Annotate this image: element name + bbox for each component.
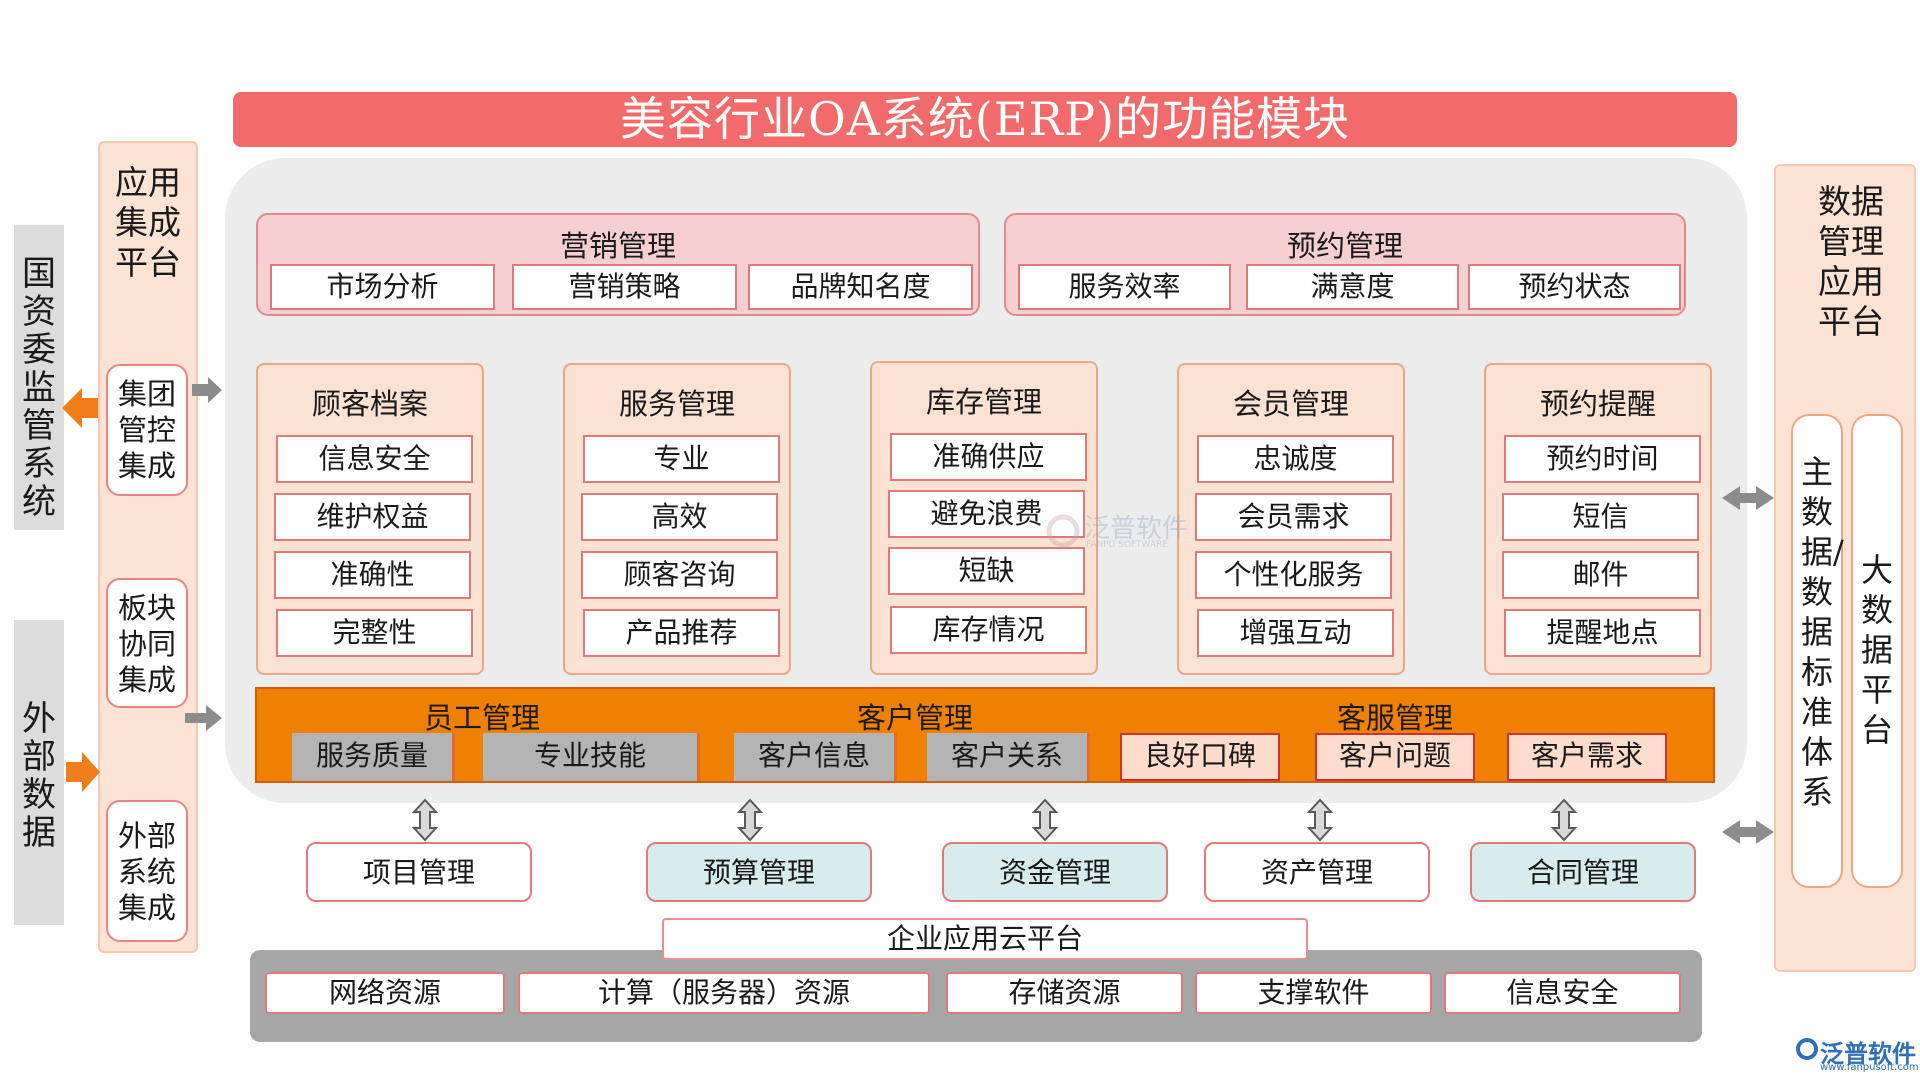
column-item: 专业 xyxy=(583,435,780,483)
marketing-item: 营销策略 xyxy=(512,264,737,310)
column-item: 短信 xyxy=(1502,493,1699,541)
cloud-platform-label: 企业应用云平台 xyxy=(662,918,1308,960)
column-item: 个性化服务 xyxy=(1195,551,1392,599)
column-item: 完整性 xyxy=(276,609,473,657)
contract-management-module: 合同管理 xyxy=(1470,842,1696,902)
booking-item: 满意度 xyxy=(1246,264,1459,310)
budget-management-module: 预算管理 xyxy=(646,842,872,902)
member-column: 会员管理 忠诚度 会员需求 个性化服务 增强互动 xyxy=(1177,363,1405,675)
column-title: 库存管理 xyxy=(925,385,1042,419)
band-item: 客户关系 xyxy=(927,733,1090,781)
band-item: 客户信息 xyxy=(734,733,897,781)
column-item: 产品推荐 xyxy=(583,609,780,657)
marketing-group: 营销管理 市场分析 营销策略 品牌知名度 xyxy=(256,213,980,316)
big-data-platform: 大数据平台 xyxy=(1851,414,1903,888)
booking-title: 预约管理 xyxy=(1286,229,1403,263)
column-item: 邮件 xyxy=(1502,551,1699,599)
resource-item: 存储资源 xyxy=(946,972,1183,1014)
resource-item: 支撑软件 xyxy=(1195,972,1432,1014)
watermark-logo: 泛普软件 FANPU SOFTWARE xyxy=(1046,508,1216,558)
service-column: 服务管理 专业 高效 顾客咨询 产品推荐 xyxy=(563,363,791,675)
column-item: 避免浪费 xyxy=(888,490,1085,538)
band-item: 客户问题 xyxy=(1315,733,1475,781)
column-item: 会员需求 xyxy=(1195,493,1392,541)
column-item: 准确供应 xyxy=(890,433,1087,481)
master-data-standards: 主数据/数据标准体系 xyxy=(1791,414,1844,888)
booking-reminder-column: 预约提醒 预约时间 短信 邮件 提醒地点 xyxy=(1484,363,1712,675)
inventory-column: 库存管理 准确供应 避免浪费 短缺 库存情况 xyxy=(870,361,1098,675)
booking-item: 预约状态 xyxy=(1468,264,1681,310)
data-platform-title: 数据管理应用平台 xyxy=(1818,182,1884,341)
column-item: 预约时间 xyxy=(1504,435,1701,483)
band-title: 客服管理 xyxy=(1337,701,1454,735)
management-band: 员工管理 客户管理 客服管理 服务质量 专业技能 客户信息 客户关系 良好口碑 … xyxy=(255,687,1715,783)
page-title: 美容行业OA系统(ERP)的功能模块 xyxy=(233,92,1737,147)
marketing-item: 市场分析 xyxy=(270,264,495,310)
group-control-integration: 集团管控集成 xyxy=(106,364,188,496)
band-item: 专业技能 xyxy=(483,733,700,781)
band-title: 员工管理 xyxy=(424,701,541,735)
customer-archive-column: 顾客档案 信息安全 维护权益 准确性 完整性 xyxy=(256,363,484,675)
app-platform-title: 应用集成平台 xyxy=(115,163,181,282)
column-item: 信息安全 xyxy=(276,435,473,483)
resource-item: 网络资源 xyxy=(265,972,505,1014)
column-item: 忠诚度 xyxy=(1197,435,1394,483)
column-item: 准确性 xyxy=(274,551,471,599)
column-item: 提醒地点 xyxy=(1504,609,1701,657)
column-item: 维护权益 xyxy=(274,493,471,541)
regulator-system-label: 国资委监管系统 xyxy=(14,225,64,530)
booking-item: 服务效率 xyxy=(1018,264,1231,310)
project-management-module: 项目管理 xyxy=(306,842,532,902)
brand-logo: 泛普软件 www.fanpusoft.com xyxy=(1796,1034,1919,1076)
column-item: 顾客咨询 xyxy=(581,551,778,599)
external-system-integration: 外部系统集成 xyxy=(106,800,188,942)
fund-management-module: 资金管理 xyxy=(942,842,1168,902)
resource-item: 计算（服务器）资源 xyxy=(518,972,930,1014)
column-title: 预约提醒 xyxy=(1539,387,1656,421)
band-title: 客户管理 xyxy=(857,701,974,735)
column-item: 库存情况 xyxy=(890,606,1087,654)
column-item: 高效 xyxy=(581,493,778,541)
booking-group: 预约管理 服务效率 满意度 预约状态 xyxy=(1004,213,1686,316)
external-data-label: 外部数据 xyxy=(14,620,64,925)
column-title: 顾客档案 xyxy=(311,387,428,421)
band-item: 良好口碑 xyxy=(1120,733,1280,781)
resource-item: 信息安全 xyxy=(1444,972,1681,1014)
asset-management-module: 资产管理 xyxy=(1204,842,1430,902)
band-item: 客户需求 xyxy=(1507,733,1667,781)
column-item: 增强互动 xyxy=(1197,609,1394,657)
sector-collab-integration: 板块协同集成 xyxy=(106,578,188,708)
marketing-item: 品牌知名度 xyxy=(748,264,973,310)
column-title: 会员管理 xyxy=(1232,387,1349,421)
marketing-title: 营销管理 xyxy=(559,229,676,263)
column-item: 短缺 xyxy=(888,547,1085,595)
column-title: 服务管理 xyxy=(618,387,735,421)
band-item: 服务质量 xyxy=(292,733,455,781)
